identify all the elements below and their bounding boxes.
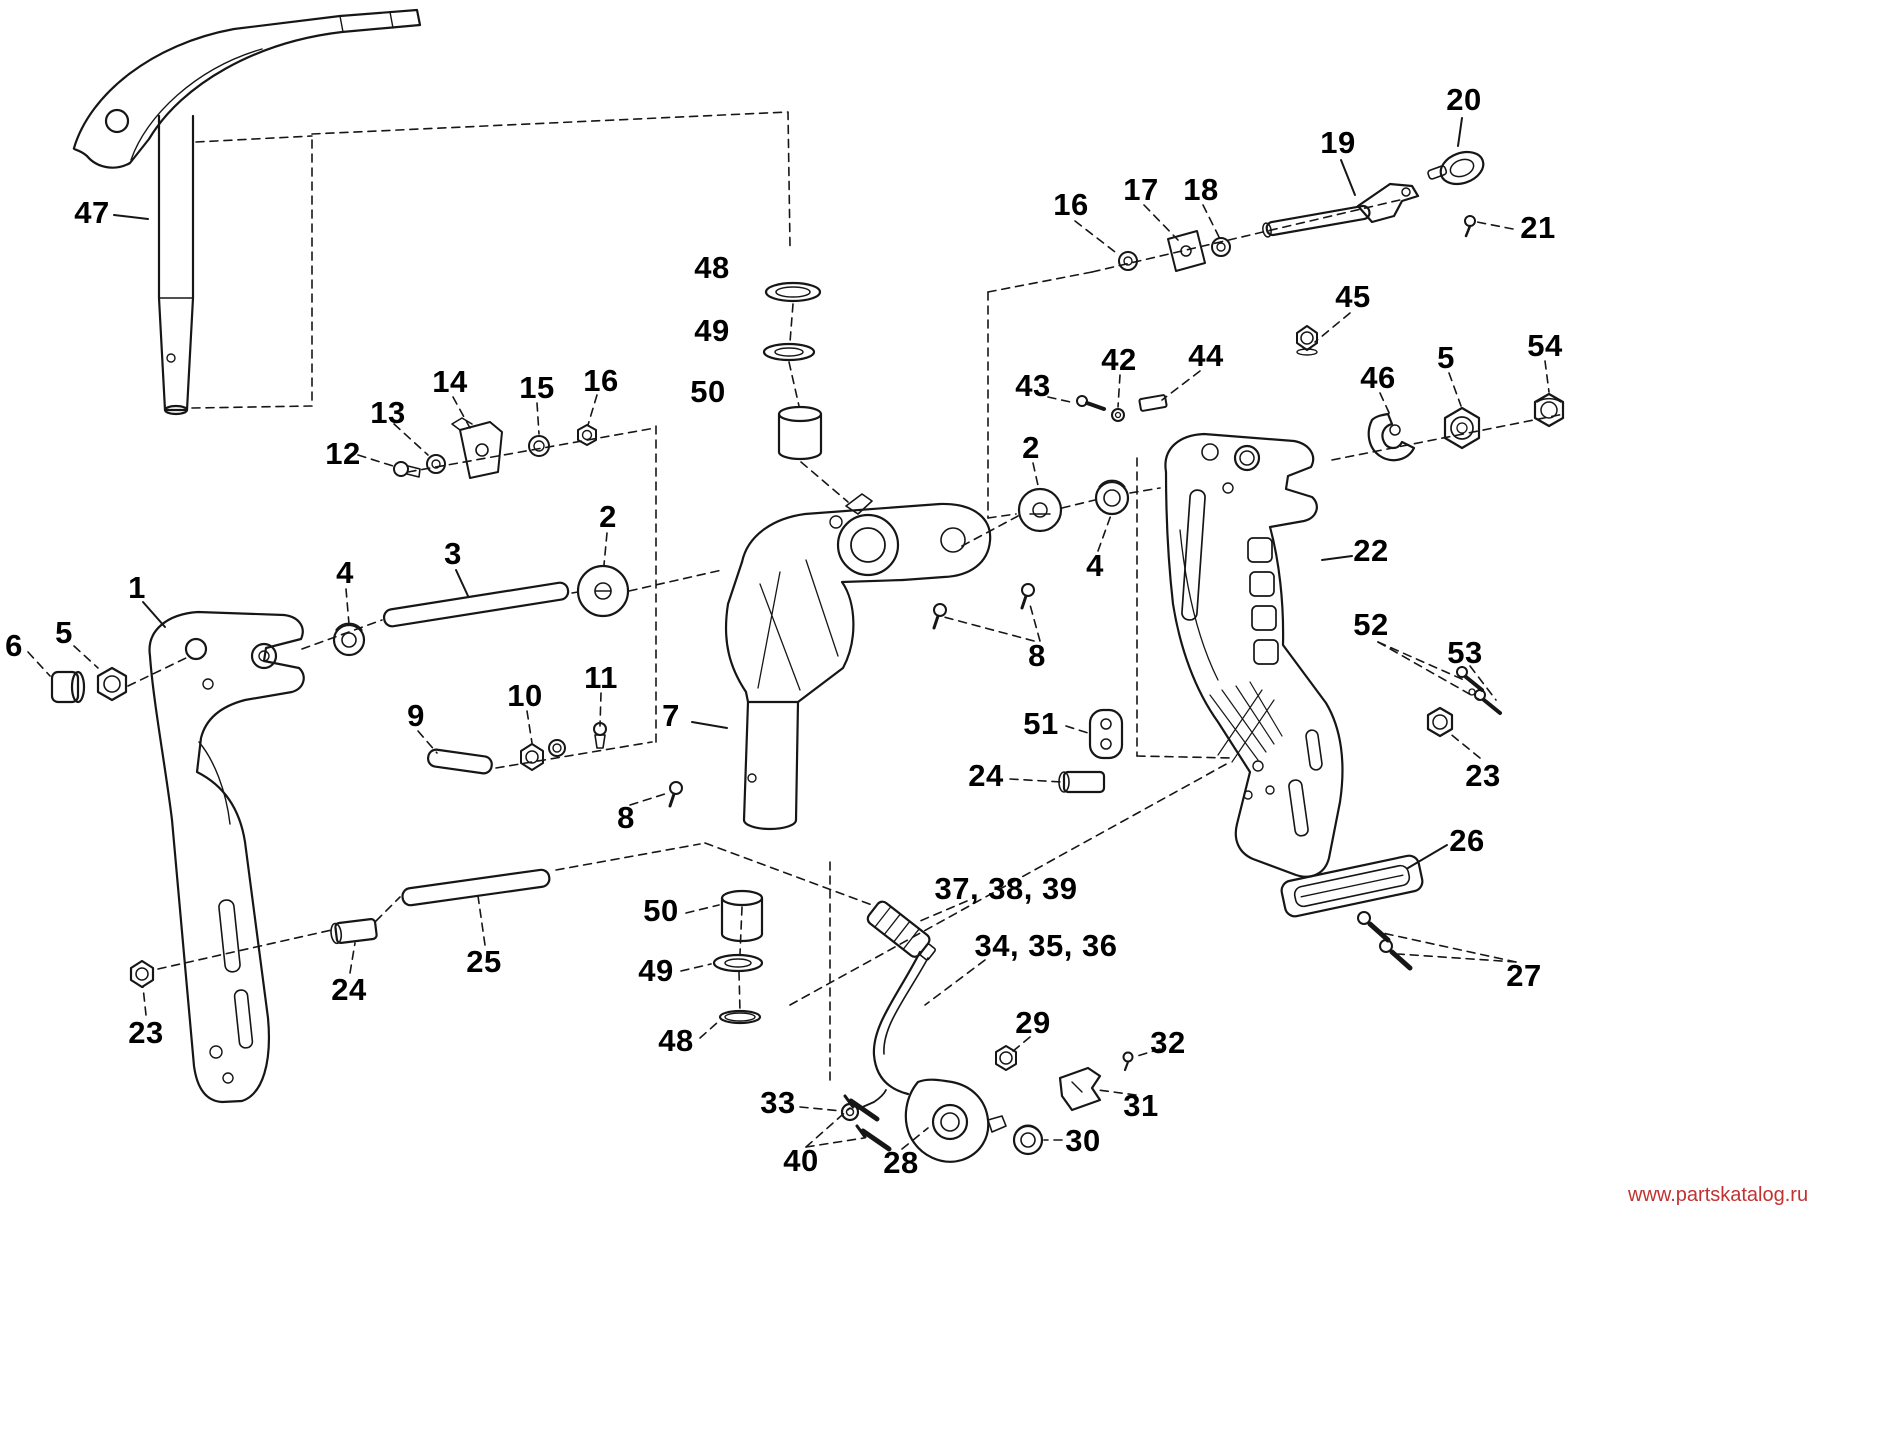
part-6-cap <box>50 670 86 704</box>
part-46-hook <box>1367 412 1416 462</box>
trim-sender-assembly <box>866 900 937 1096</box>
part-28-switch-body <box>904 1078 1007 1163</box>
part-9-pin <box>426 748 493 775</box>
part-1-left-bracket <box>148 610 305 1104</box>
part-45-nut <box>1296 325 1318 356</box>
part-47-steering-handle <box>72 8 422 416</box>
part-50-bottom-bushing <box>720 889 764 943</box>
part-20-knob <box>1427 150 1485 186</box>
part-16-left-nut <box>577 424 597 446</box>
part-42-washer <box>1111 408 1125 422</box>
part-13-washer <box>426 454 446 474</box>
part-19-link-lever <box>1262 182 1420 238</box>
part-48-top-washer <box>764 281 822 303</box>
part-8-bolts <box>668 583 1035 808</box>
part-54-cap-nut <box>1533 392 1565 428</box>
part-21-screw <box>1464 215 1476 238</box>
part-5-left-nut <box>96 666 128 702</box>
part-48-bottom-oring <box>718 1009 762 1025</box>
part-40-screws <box>843 1094 892 1152</box>
part-23-left-nut <box>129 959 155 989</box>
part-12-screw <box>393 461 421 478</box>
alignment-dashed-lines <box>27 111 1565 1150</box>
part-2-right-washer <box>1017 487 1063 533</box>
leader-lines <box>113 117 1463 869</box>
part-24-right-bushing <box>1058 770 1106 794</box>
part-22-right-bracket <box>1164 432 1344 878</box>
part-31-retainer <box>1058 1066 1102 1112</box>
part-27-screws <box>1357 911 1413 971</box>
part-18-washer <box>1211 237 1231 257</box>
part-51-clamp <box>1088 708 1124 760</box>
part-49-bottom-washer <box>712 953 764 973</box>
part-23-right-nut <box>1426 706 1454 738</box>
part-16-right-bushing <box>1118 251 1138 271</box>
part-33-ring-terminal <box>840 1089 887 1122</box>
part-50-top-bushing <box>777 405 823 461</box>
part-3-rod <box>382 581 570 628</box>
part-4-right-seal <box>1094 479 1130 516</box>
part-7-swivel-bracket <box>724 493 992 831</box>
part-10-nut <box>520 739 566 771</box>
part-49-top-washer <box>762 342 816 362</box>
part-17-plate <box>1167 230 1206 272</box>
part-43-bolt <box>1076 395 1106 411</box>
part-32-screw <box>1122 1051 1134 1072</box>
part-44-plate <box>1138 394 1168 412</box>
part-2-left-washer <box>576 564 630 618</box>
part-26-anode <box>1280 854 1424 918</box>
part-15-retainer <box>528 435 550 457</box>
part-25-rod <box>401 868 551 907</box>
part-52-53-screws <box>1456 666 1502 715</box>
part-4-left-seal <box>332 622 366 657</box>
part-5-right-nut <box>1443 406 1481 450</box>
part-11-grease-fitting <box>593 722 607 749</box>
part-14-bracket-plate <box>451 417 503 479</box>
part-30-grommet <box>1012 1124 1044 1156</box>
part-29-nut <box>995 1045 1017 1071</box>
part-24-left-bushing <box>330 917 378 945</box>
watermark: www.partskatalog.ru <box>1628 1184 1809 1206</box>
